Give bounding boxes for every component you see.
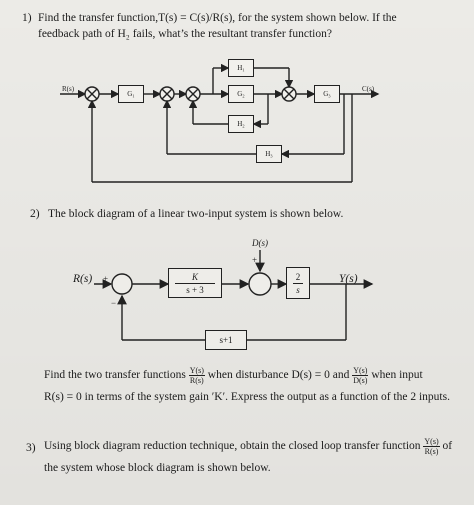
d2-minus: −	[111, 298, 117, 308]
d2-block-plant-den: s	[296, 285, 300, 295]
d2-output-label: Y(s)	[339, 273, 358, 285]
q2-frac-yd: Y(s) D(s)	[352, 366, 369, 385]
q3-number: 3)	[26, 442, 36, 454]
q3-frac-num: Y(s)	[423, 437, 440, 447]
q2-intro: The block diagram of a linear two-input …	[48, 208, 344, 220]
d1-input-label: R(s)	[62, 85, 75, 93]
d2-block-controller-den: s + 3	[186, 285, 204, 295]
q3-text-a: Using block diagram reduction technique,…	[44, 440, 421, 453]
d1-block-g2: G₂	[228, 85, 254, 103]
d2-block-plant: 2 s	[286, 267, 310, 299]
q2-task-text-a: Find the two transfer functions	[44, 369, 186, 382]
q1-text-line1: Find the transfer function,T(s) = C(s)/R…	[38, 12, 397, 24]
d2-block-controller-num: K	[191, 272, 198, 282]
q3-frac-den: R(s)	[424, 447, 439, 456]
d2-block-controller: K s + 3	[168, 268, 222, 298]
q2-task-line2: R(s) = 0 in terms of the system gain ′K′…	[44, 391, 450, 403]
q2-frac1-num: Y(s)	[188, 366, 205, 376]
d2-input-label: R(s)	[73, 273, 93, 285]
q3-frac: Y(s) R(s)	[423, 437, 440, 456]
d2-plus-left: +	[103, 274, 109, 284]
d1-block-g1: G₁	[118, 85, 144, 103]
q1-text-line2: feedback path of H₂ fails, what’s the re…	[38, 28, 332, 40]
d1-block-h2: H₂	[228, 115, 254, 133]
d1-block-h3: H₃	[256, 145, 282, 163]
q3-line2: the system whose block diagram is shown …	[44, 462, 271, 474]
d1-block-g3: G₃	[314, 85, 340, 103]
q2-frac2-num: Y(s)	[352, 366, 369, 376]
q2-number: 2)	[30, 208, 40, 220]
d2-disturbance-label: D(s)	[252, 238, 268, 248]
q2-frac2-den: D(s)	[353, 376, 368, 385]
q2-task-line1: Find the two transfer functions Y(s) R(s…	[44, 366, 423, 385]
q2-task-text-b: when disturbance D(s) = 0 and	[207, 369, 350, 382]
d1-output-label: C(s)	[362, 85, 375, 93]
q2-frac1-den: R(s)	[189, 376, 204, 385]
d2-block-feedback: s+1	[205, 330, 247, 350]
q3-text-b: of	[442, 440, 453, 453]
d2-block-plant-num: 2	[295, 272, 301, 282]
q3-line1: Using block diagram reduction technique,…	[44, 437, 452, 456]
q2-task-text-c: when input	[371, 369, 423, 382]
d2-plus-top: +	[252, 255, 258, 265]
q1-number: 1)	[22, 12, 32, 24]
q2-frac-yr: Y(s) R(s)	[188, 366, 205, 385]
d1-block-h1: H₁	[228, 59, 254, 77]
